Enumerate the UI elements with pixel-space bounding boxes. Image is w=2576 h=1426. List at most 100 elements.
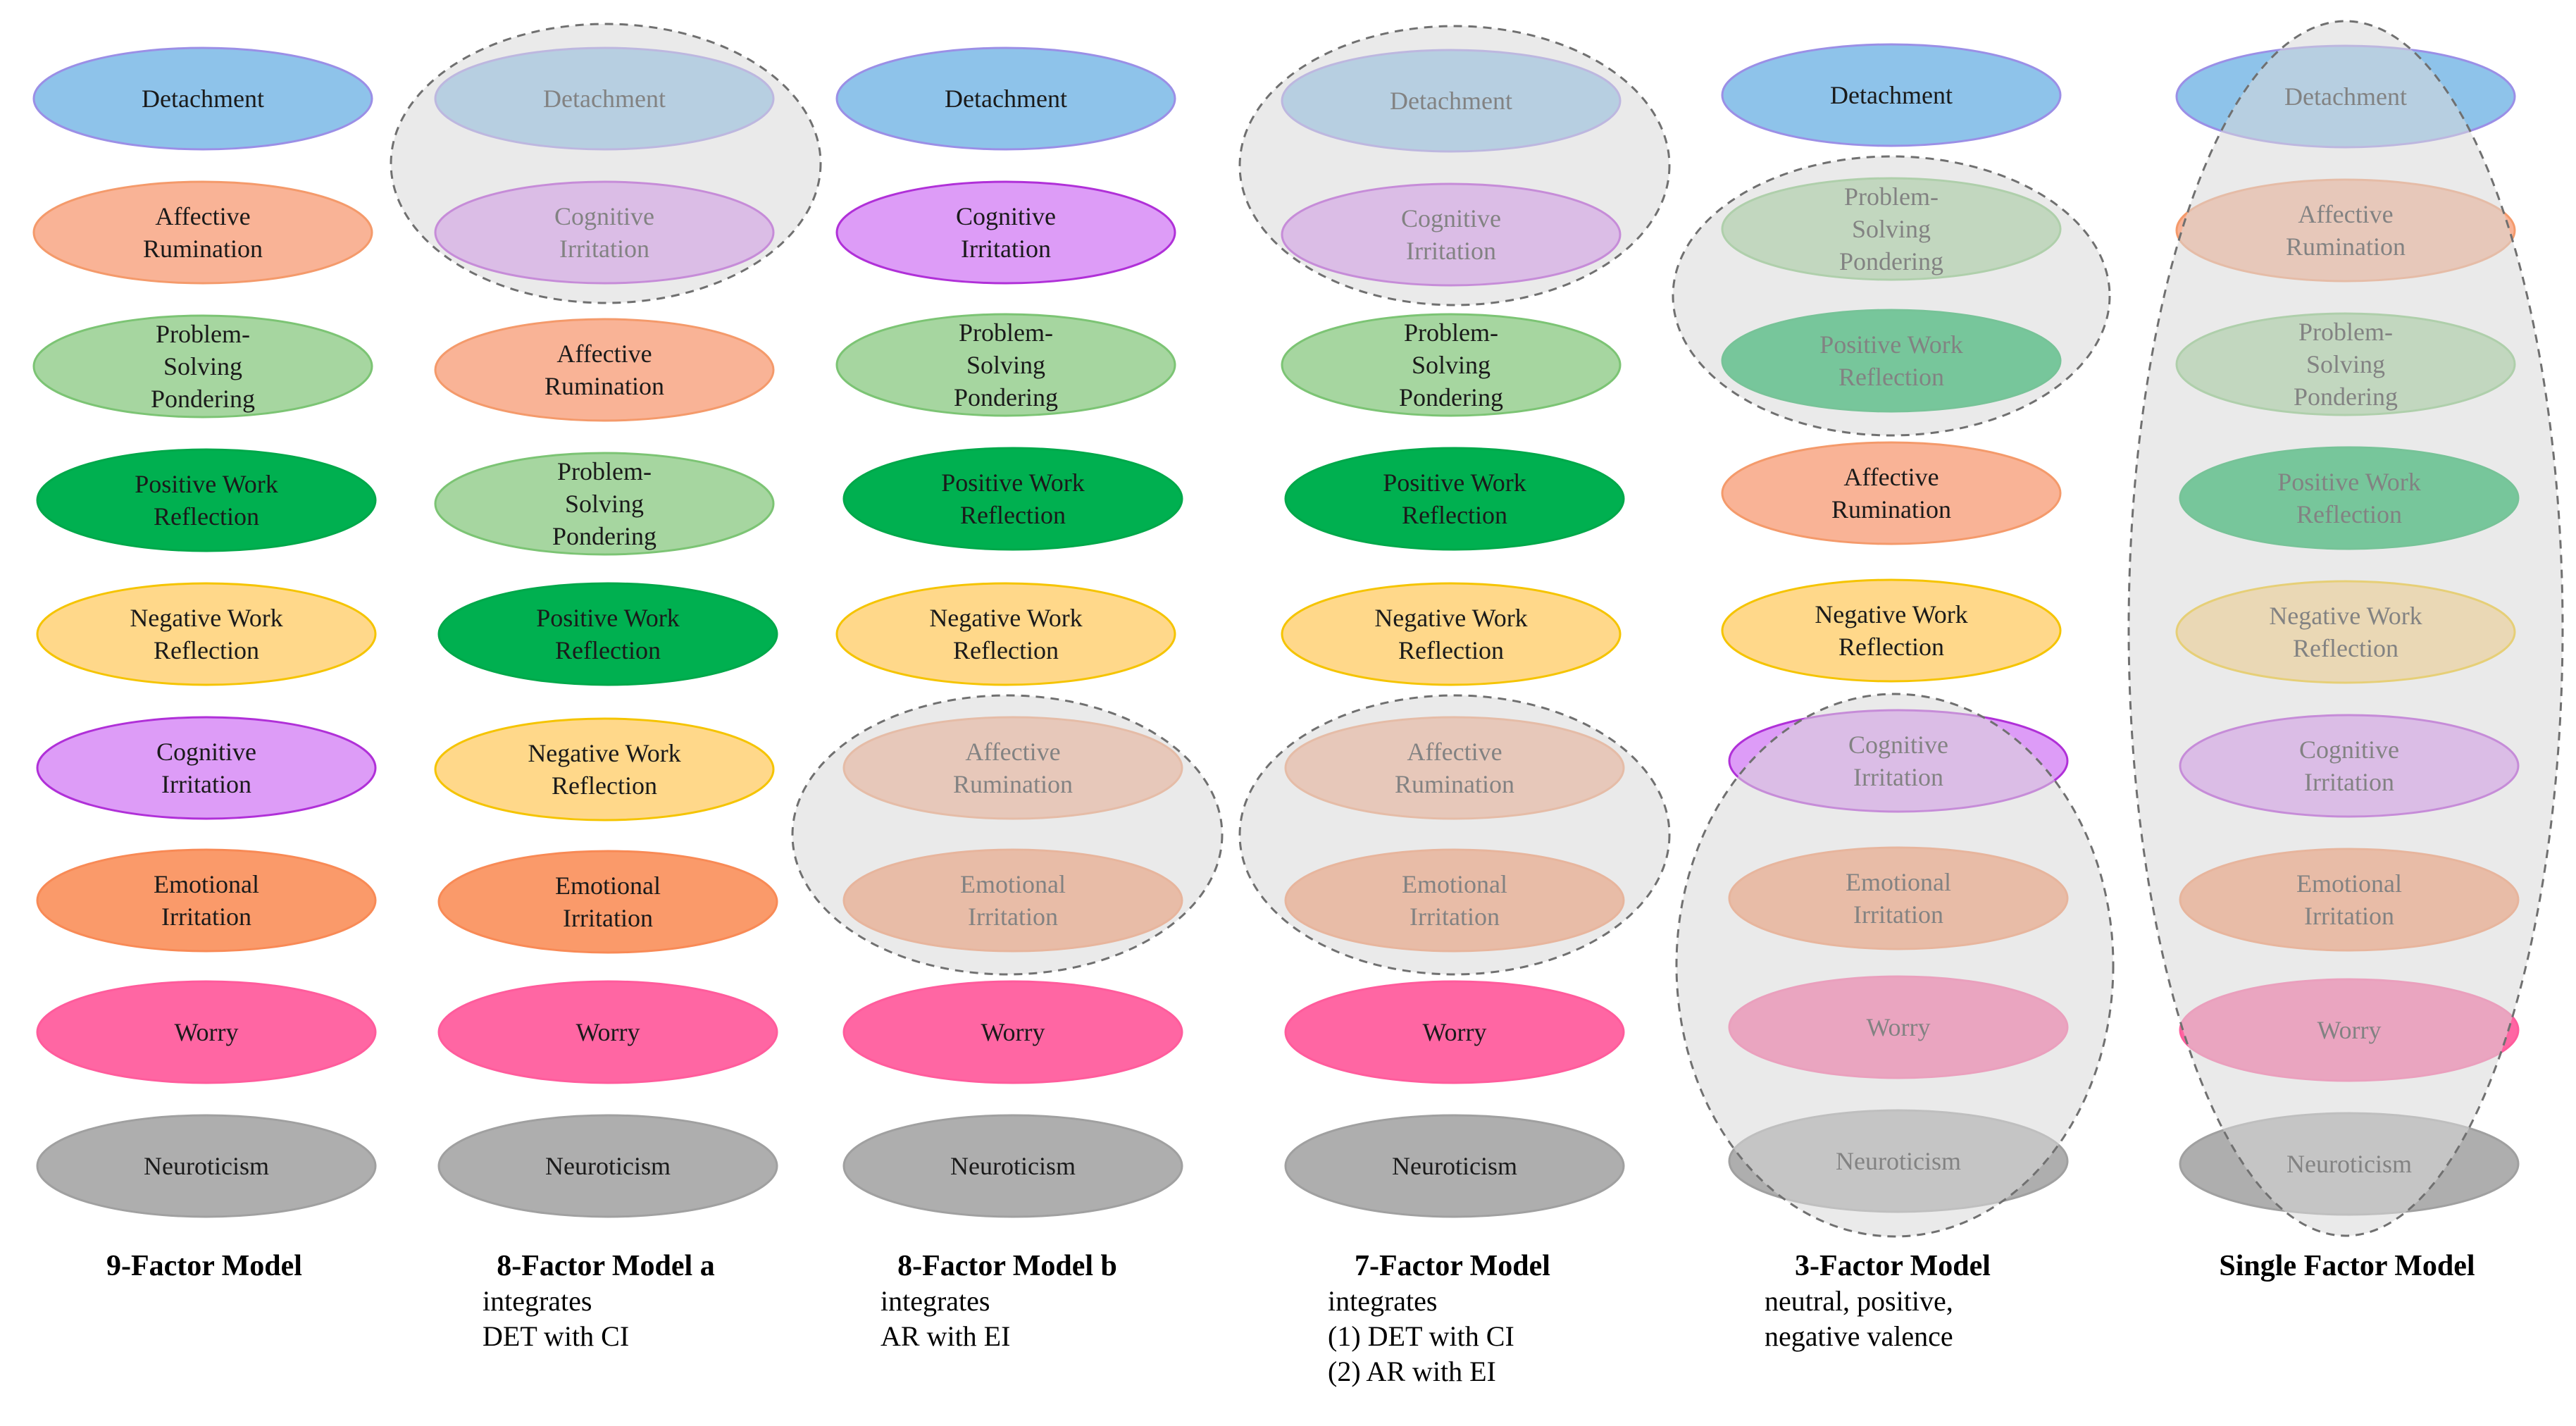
group-det-ci-7 bbox=[1238, 25, 1671, 306]
factor-label-line: Cognitive bbox=[156, 738, 256, 766]
group-det-ci-8a bbox=[390, 23, 822, 304]
factor-label-line: Rumination bbox=[1831, 495, 1951, 523]
ellipse-shape bbox=[1284, 1114, 1625, 1218]
factor-label-line: Affective bbox=[1843, 463, 1939, 491]
ellipse-shape bbox=[842, 1114, 1183, 1218]
factor-label-line: Reflection bbox=[555, 636, 661, 664]
group-positive-3 bbox=[1672, 155, 2111, 437]
factor-label-line: Affective bbox=[556, 340, 652, 368]
ellipse-shape bbox=[36, 448, 377, 552]
factor-label-line: Worry bbox=[575, 1018, 640, 1046]
factor-ellipse-det: Detachment bbox=[835, 46, 1176, 151]
factor-label-line: Pondering bbox=[151, 385, 255, 413]
factor-ellipse-wor: Worry bbox=[437, 980, 778, 1084]
group-ar-ei-8b bbox=[791, 694, 1224, 976]
factor-label-line: Emotional bbox=[555, 872, 661, 900]
factor-label-line: Irritation bbox=[563, 904, 653, 932]
model-subtitle-line: negative valence bbox=[1765, 1320, 1953, 1352]
factor-label-line: Reflection bbox=[953, 636, 1059, 664]
ellipse-shape bbox=[36, 716, 377, 820]
factor-label-line: Cognitive bbox=[956, 202, 1056, 230]
ellipse-shape bbox=[1284, 980, 1625, 1084]
factor-label-line: Detachment bbox=[945, 85, 1067, 113]
factor-label-line: Negative Work bbox=[929, 604, 1082, 632]
model-title: 8-Factor Model a bbox=[497, 1250, 714, 1282]
factor-label-line: Positive Work bbox=[536, 604, 679, 632]
factor-ellipse-neu: Neuroticism bbox=[36, 1114, 377, 1218]
factor-label-line: Reflection bbox=[960, 501, 1066, 529]
ellipse-shape bbox=[36, 582, 377, 686]
factor-label-line: Positive Work bbox=[1383, 469, 1526, 497]
factor-ellipse-wor: Worry bbox=[842, 980, 1183, 1084]
ellipse-shape bbox=[32, 46, 373, 151]
ellipse-shape bbox=[437, 1114, 778, 1218]
factor-ellipse-wor: Worry bbox=[1284, 980, 1625, 1084]
factor-label-line: Positive Work bbox=[135, 470, 278, 498]
factor-label-line: Worry bbox=[981, 1018, 1045, 1046]
factor-label-line: Reflection bbox=[552, 771, 657, 800]
group-ar-ei-7 bbox=[1238, 694, 1671, 976]
factor-ellipse-wor: Worry bbox=[36, 980, 377, 1084]
ellipse-shape bbox=[842, 980, 1183, 1084]
ellipse-shape bbox=[835, 180, 1176, 285]
factor-label-line: Rumination bbox=[545, 372, 664, 400]
ellipse-shape bbox=[1281, 313, 1622, 417]
ellipse-shape bbox=[1721, 578, 2062, 683]
factor-label-line: Reflection bbox=[154, 502, 259, 531]
ellipse-shape bbox=[32, 180, 373, 285]
factor-label-line: Worry bbox=[174, 1018, 238, 1046]
model-subtitle-line: AR with EI bbox=[881, 1320, 1010, 1352]
factor-label-line: Solving bbox=[1412, 351, 1491, 379]
ellipse-shape bbox=[437, 850, 778, 954]
factor-ellipse-neu: Neuroticism bbox=[842, 1114, 1183, 1218]
factor-label-line: Worry bbox=[1422, 1018, 1486, 1046]
model-title: 7-Factor Model bbox=[1355, 1250, 1550, 1282]
factor-label-line: Neuroticism bbox=[1392, 1152, 1517, 1180]
ellipse-shape bbox=[835, 46, 1176, 151]
model-subtitle-line: integrates bbox=[881, 1285, 990, 1317]
factor-label-line: Negative Work bbox=[1374, 604, 1527, 632]
factor-ellipse-neu: Neuroticism bbox=[437, 1114, 778, 1218]
factor-label-line: Irritation bbox=[961, 235, 1051, 263]
factor-label-line: Detachment bbox=[1830, 81, 1953, 109]
factor-label-line: Solving bbox=[565, 490, 644, 518]
factor-label-line: Pondering bbox=[552, 522, 657, 550]
factor-label-line: Reflection bbox=[1402, 501, 1507, 529]
factor-label-line: Pondering bbox=[954, 383, 1058, 411]
model-title: 9-Factor Model bbox=[106, 1250, 302, 1282]
group-negative-3 bbox=[1675, 693, 2115, 1238]
model-title: 8-Factor Model b bbox=[897, 1250, 1117, 1282]
ellipse-shape bbox=[437, 980, 778, 1084]
ellipse-shape bbox=[1721, 43, 2062, 147]
factor-label-line: Problem- bbox=[557, 457, 652, 485]
model-title: Single Factor Model bbox=[2219, 1250, 2475, 1282]
ellipse-shape bbox=[1284, 447, 1625, 551]
ellipse-shape bbox=[1721, 441, 2062, 545]
ellipse-shape bbox=[434, 452, 775, 556]
group-single-factor bbox=[2127, 20, 2564, 1237]
factor-label-line: Negative Work bbox=[528, 739, 680, 767]
factor-label-line: Solving bbox=[966, 351, 1045, 379]
factor-label-line: Neuroticism bbox=[144, 1152, 269, 1180]
model-title: 3-Factor Model bbox=[1795, 1250, 1991, 1282]
factor-label-line: Solving bbox=[163, 352, 242, 380]
ellipse-shape bbox=[1281, 582, 1622, 686]
ellipse-shape bbox=[434, 717, 775, 822]
ellipse-shape bbox=[434, 318, 775, 422]
factor-label-line: Problem- bbox=[156, 320, 250, 348]
factor-label-line: Problem- bbox=[1404, 318, 1498, 347]
factor-label-line: Positive Work bbox=[941, 469, 1084, 497]
